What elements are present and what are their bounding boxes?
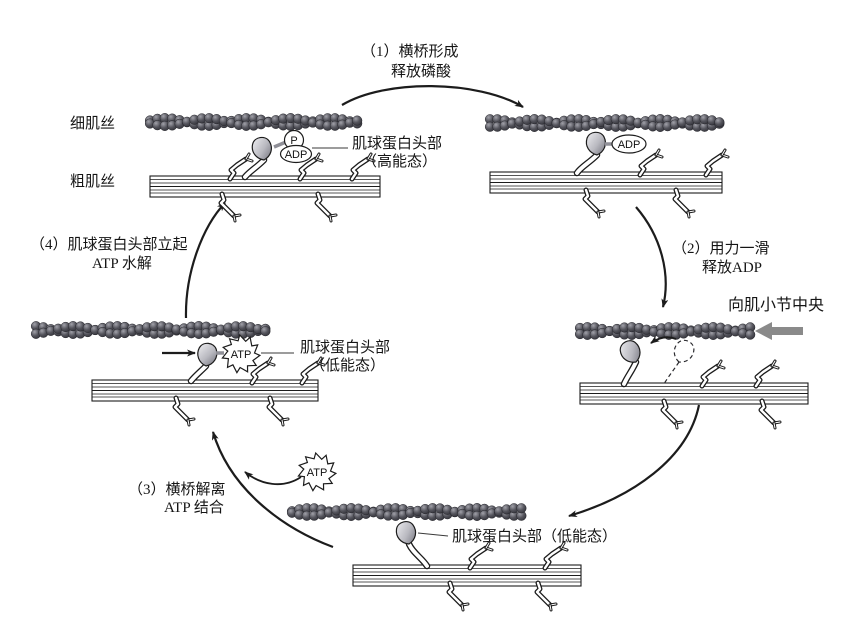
thick-filament [489, 171, 723, 194]
adp-badge-text-topleft: ADP [285, 149, 308, 161]
thick-filament-label: 粗肌丝 [70, 173, 115, 190]
thick-filament [352, 564, 582, 587]
annotation-arrows [162, 322, 803, 486]
thick-filament [579, 382, 809, 405]
atp-badge-left [221, 333, 262, 374]
thin-filament [144, 113, 363, 131]
atp-binding-arrow [244, 471, 302, 486]
step1-label-line1: （1）横桥形成 [361, 43, 459, 60]
step4-label-line1: （4）肌球蛋白头部立起 [30, 236, 188, 253]
cycle-arrows [184, 85, 701, 549]
step2-label-line1: （2）用力一滑 [672, 240, 770, 257]
thin-filament [30, 321, 271, 339]
power-stroke-arrow [650, 335, 677, 344]
myosin-head [395, 521, 417, 545]
thin-filament [484, 114, 725, 132]
phosphate-badge-text: P [290, 135, 297, 147]
step4-label-line2: ATP 水解 [92, 255, 152, 272]
thin-filament-label: 细肌丝 [70, 115, 115, 132]
atp-badge-step3 [297, 451, 338, 492]
myosin-low-left-label-line2: （低能态） [310, 357, 385, 374]
thin-filament [574, 322, 756, 340]
myosin-head [585, 131, 607, 156]
step2-label-line2: 释放ADP [702, 259, 762, 276]
head-to-phosphate-connector [273, 140, 287, 149]
myosin-head [251, 136, 272, 161]
myosin-head [619, 340, 641, 363]
cycle-arrow-step2 [635, 206, 669, 308]
myosin-head-ghost [673, 339, 695, 363]
cluster-middle-left [30, 321, 326, 427]
myosin-head [197, 342, 218, 367]
thick-filament [91, 379, 319, 402]
adp-badge-text-topright: ADP [618, 139, 641, 151]
step3-label-line1: （3）横桥解离 [128, 481, 226, 498]
cluster-top-right [484, 114, 730, 219]
thin-filament [286, 503, 527, 521]
atp-badge-text-left: ATP [231, 349, 252, 361]
cycle-arrow-step2b [568, 404, 701, 518]
adp-badge-topright [611, 134, 647, 154]
filament-clusters [30, 113, 809, 612]
myosin-neck-ghost [663, 361, 680, 385]
step3-label-line2: ATP 结合 [164, 499, 224, 516]
atp-badge-text-step3: ATP [307, 467, 328, 479]
cluster-top-left [144, 113, 381, 223]
leader-myosin-low-bottom [417, 532, 449, 537]
cycle-arrow-step1 [341, 85, 524, 108]
thick-filament [149, 175, 381, 198]
toward-sarcomere-center-label: 向肌小节中央 [728, 296, 824, 314]
cluster-bottom [286, 503, 582, 612]
cycle-arrow-step3 [211, 431, 334, 549]
cluster-middle-right [574, 322, 809, 430]
sliding-direction-arrow [755, 322, 803, 340]
cycle-arrow-step4 [184, 202, 226, 319]
step1-label-line2: 释放磷酸 [391, 63, 451, 80]
myosin-low-left-label-line1: 肌球蛋白头部 [300, 339, 390, 356]
myosin-high-label-line2: （高能态） [362, 153, 437, 170]
adp-badge-topleft [279, 144, 313, 164]
myosin-low-bottom-label: 肌球蛋白头部（低能态） [452, 528, 617, 545]
molecule-badges [216, 129, 647, 537]
myosin-high-label-line1: 肌球蛋白头部 [352, 135, 442, 152]
